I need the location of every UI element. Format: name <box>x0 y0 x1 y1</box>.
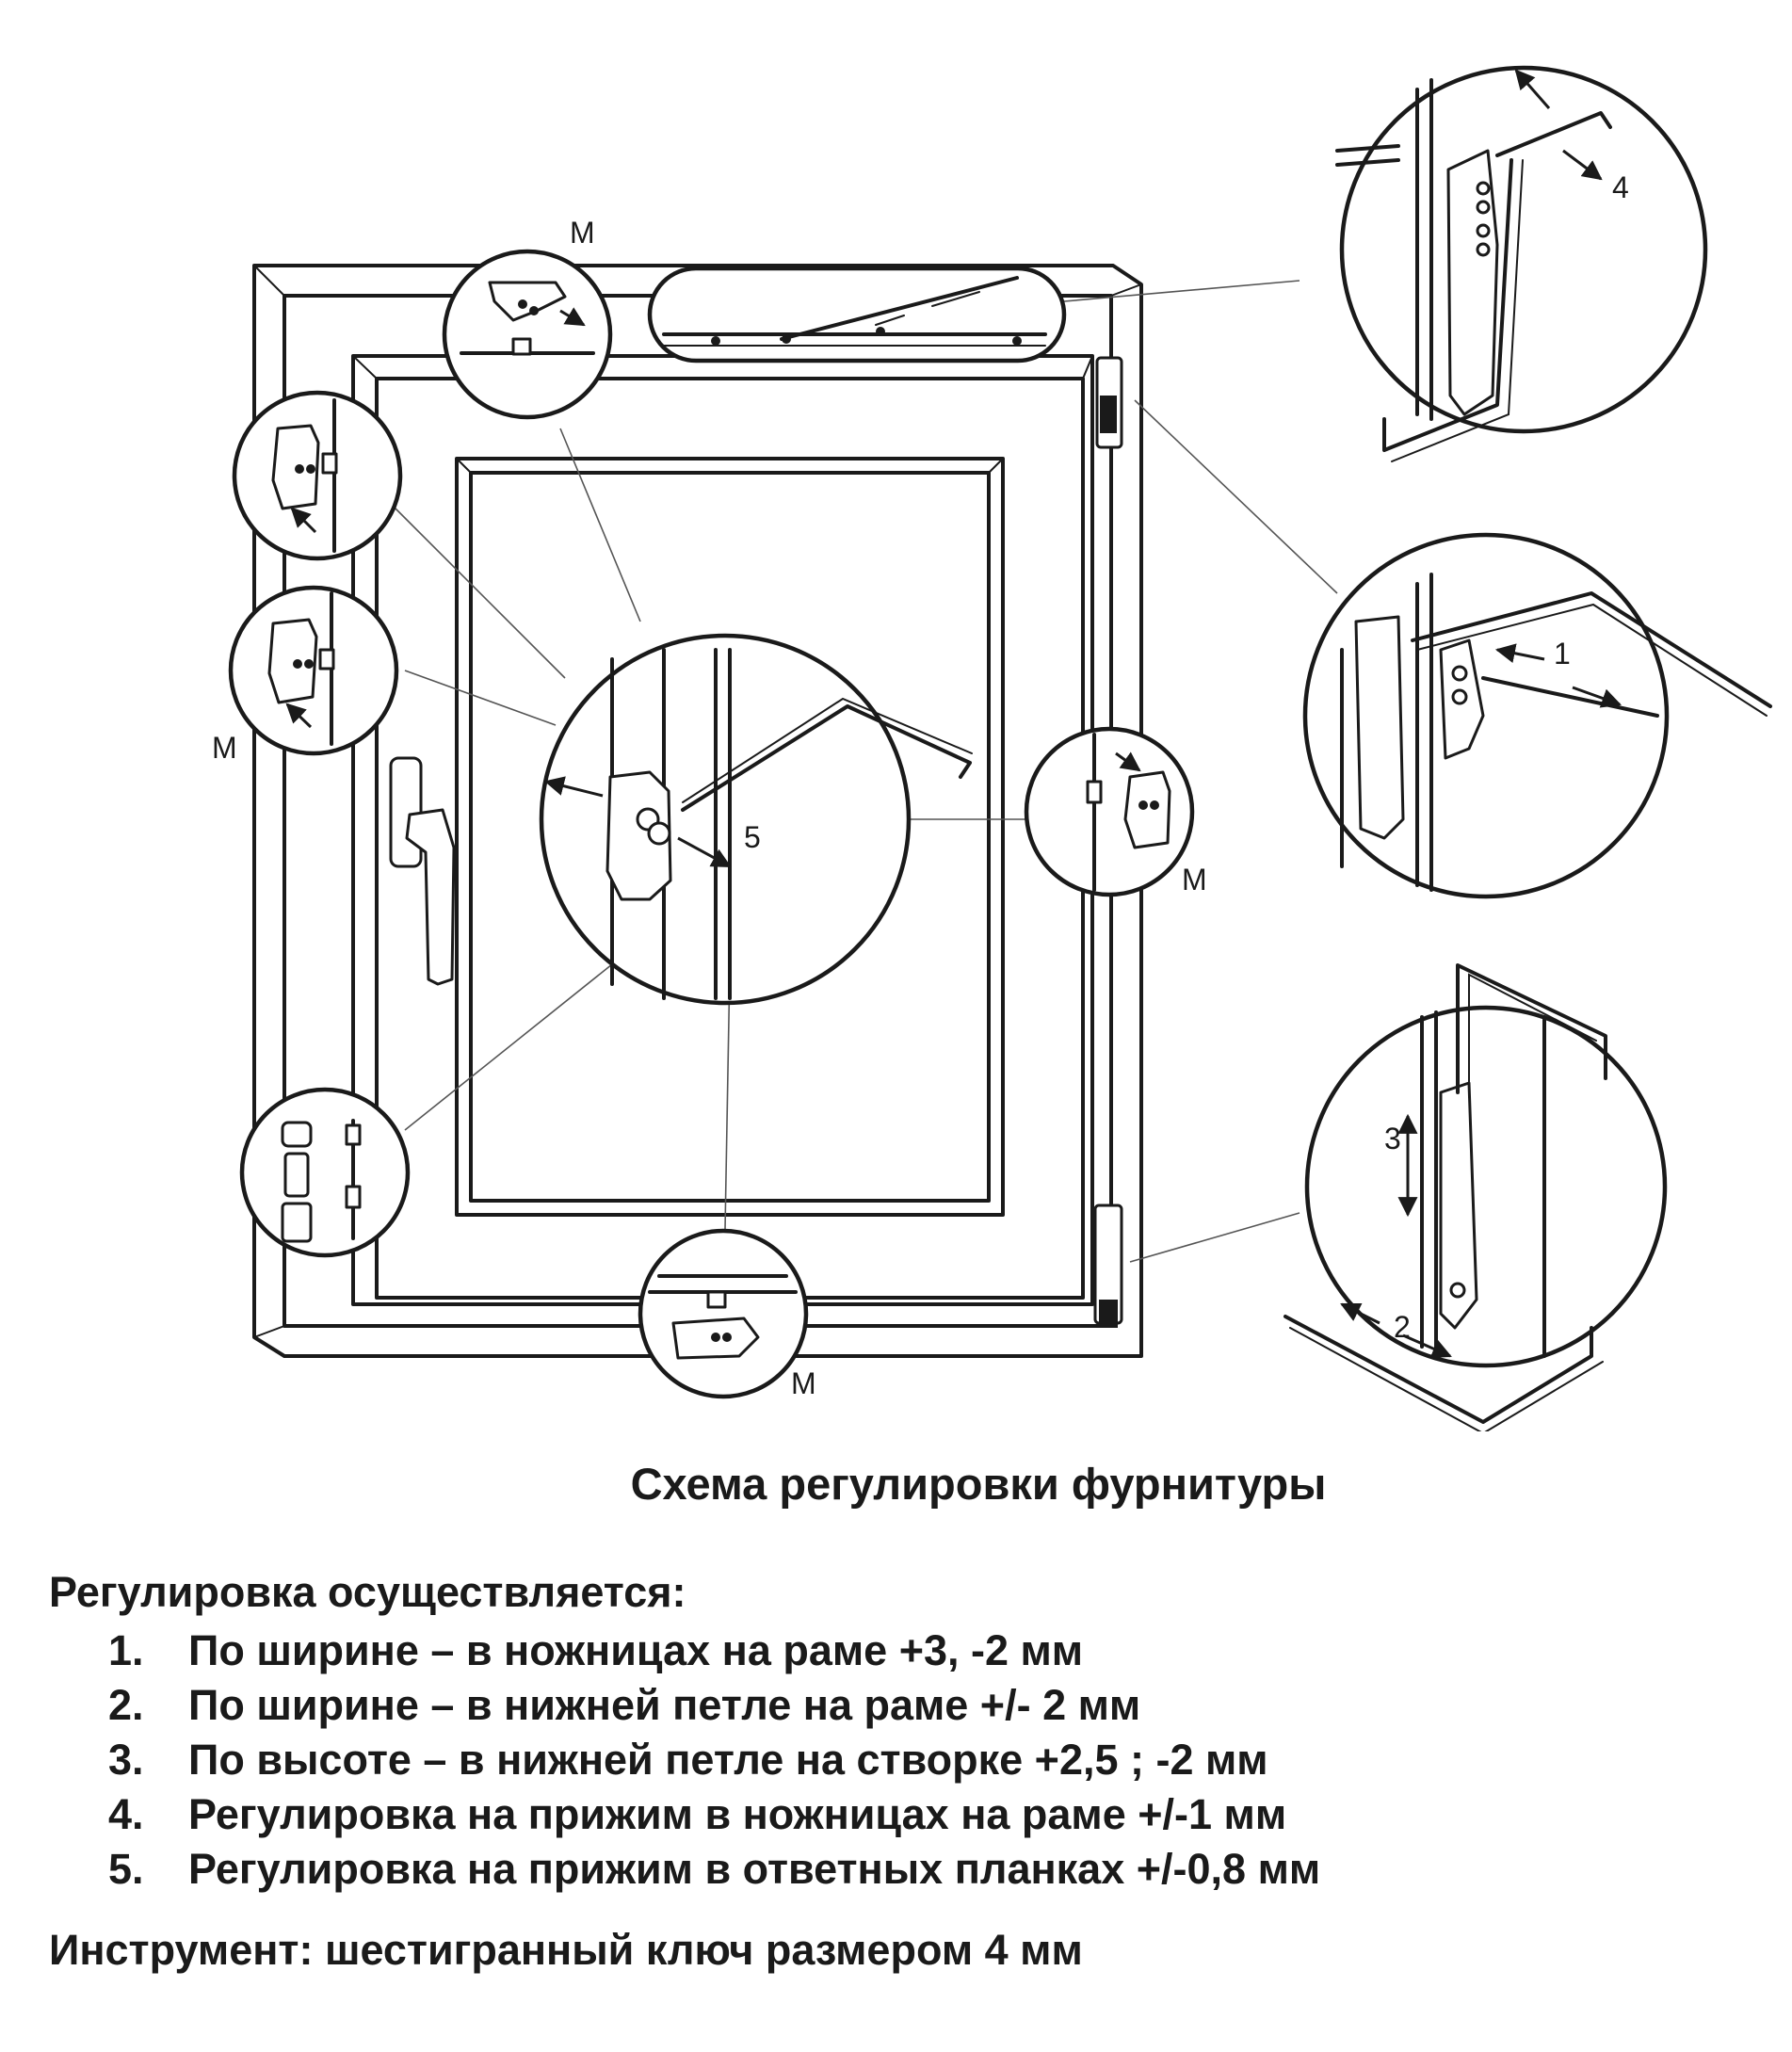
list-text: По высоте – в нижней петле на створке +2… <box>188 1736 1268 1784</box>
leader-lines <box>390 280 1338 1263</box>
adjustment-list: 1. По ширине – в ножницах на раме +3, -2 … <box>108 1624 1320 1897</box>
top-hinge <box>1095 356 1123 449</box>
list-text: По ширине – в нижней петле на раме +/- 2… <box>188 1681 1141 1729</box>
window-handle <box>389 756 456 986</box>
window-adjustment-diagram: M M M <box>212 65 1772 1431</box>
callout-3: 3 <box>1384 1122 1401 1155</box>
scissor-strip <box>647 266 1067 364</box>
scissor-hinge-detail <box>1335 65 1708 462</box>
callout-5: 5 <box>744 820 761 854</box>
keeper-detail-center <box>539 633 973 1006</box>
list-item: 2. По ширине – в нижней петле на раме +/-… <box>108 1678 1320 1733</box>
keeper-detail-bottom <box>638 1228 809 1399</box>
list-item: 4. Регулировка на прижим в ножницах на ра… <box>108 1787 1320 1842</box>
list-item: 3. По высоте – в нижней петле на створке … <box>108 1733 1320 1787</box>
list-text: По ширине – в ножницах на раме +3, -2 мм <box>188 1626 1084 1674</box>
adjustment-intro: Регулировка осуществляется: <box>49 1568 686 1616</box>
keeper-detail-top <box>442 249 613 420</box>
callout-1: 1 <box>1554 637 1571 671</box>
marker-m-bottom: M <box>791 1366 816 1400</box>
scissor-width-detail <box>1302 532 1772 899</box>
keeper-detail-left-bottom <box>239 1087 411 1258</box>
marker-m-right: M <box>1182 863 1207 897</box>
list-number: 5. <box>108 1845 144 1893</box>
list-text: Регулировка на прижим в ножницах на раме… <box>188 1790 1287 1838</box>
list-item: 5. Регулировка на прижим в ответных планк… <box>108 1842 1320 1897</box>
marker-m-left: M <box>212 731 237 765</box>
callout-4: 4 <box>1612 170 1629 204</box>
list-text: Регулировка на прижим в ответных планках… <box>188 1845 1321 1893</box>
keeper-detail-left-lower <box>228 585 399 756</box>
callout-2: 2 <box>1394 1310 1411 1344</box>
diagram-caption: Схема регулировки фурнитуры <box>630 1459 1327 1509</box>
marker-m-top: M <box>570 216 595 250</box>
list-number: 4. <box>108 1790 144 1838</box>
tool-note: Инструмент: шестигранный ключ размером 4… <box>49 1926 1083 1974</box>
bottom-hinge <box>1093 1204 1123 1328</box>
list-number: 2. <box>108 1681 144 1729</box>
bottom-hinge-detail <box>1283 963 1668 1431</box>
list-number: 3. <box>108 1736 144 1784</box>
list-number: 1. <box>108 1626 144 1674</box>
list-item: 1. По ширине – в ножницах на раме +3, -2 … <box>108 1624 1320 1678</box>
keeper-detail-right <box>1024 726 1195 897</box>
keeper-detail-left-upper <box>232 390 403 561</box>
